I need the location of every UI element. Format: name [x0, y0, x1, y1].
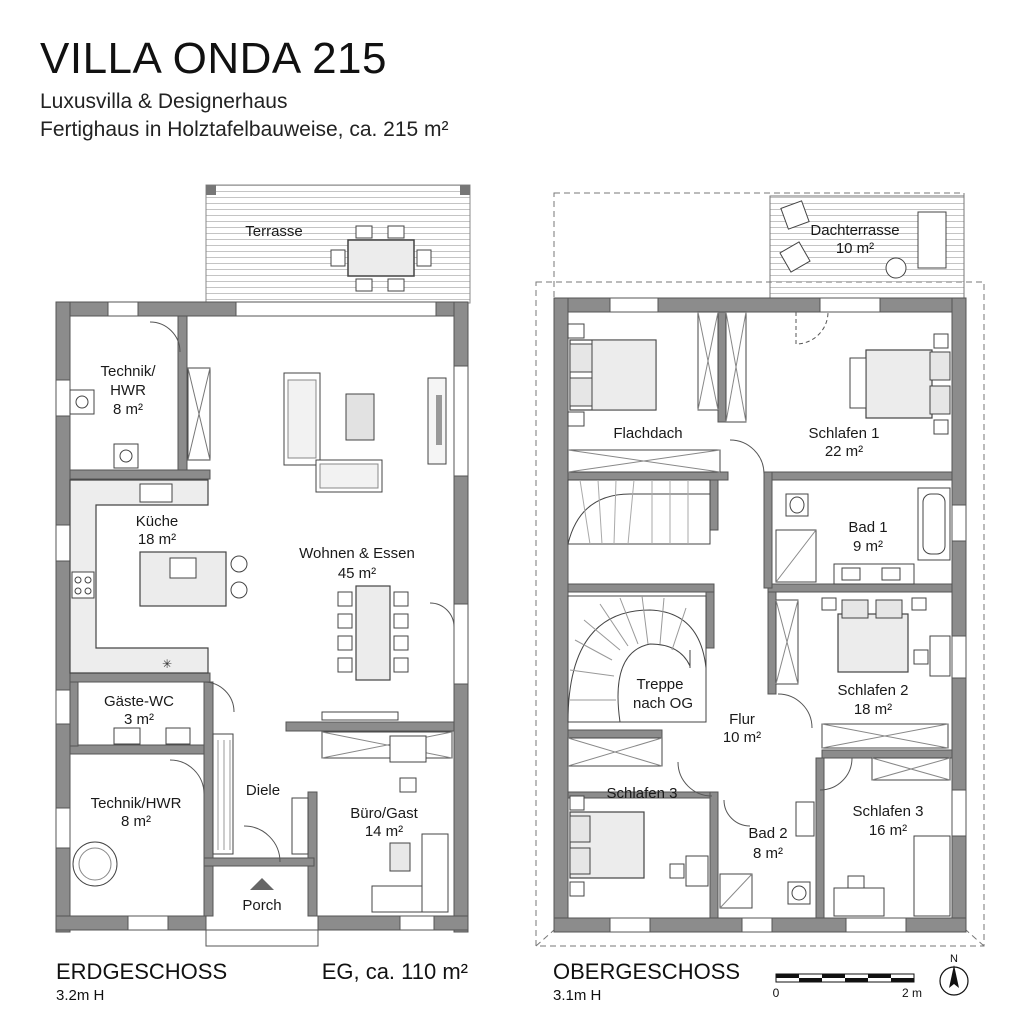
label-bad1-area: 9 m² — [853, 538, 883, 555]
label-technik2-name: Technik/HWR — [91, 795, 182, 812]
scale-end: 2 m — [902, 986, 922, 1000]
label-wohnen-name: Wohnen & Essen — [299, 545, 415, 562]
label-technik2-area: 8 m² — [121, 813, 151, 830]
label-porch: Porch — [242, 897, 281, 914]
label-wohnen-area: 45 m² — [338, 565, 376, 582]
ground-floor-height: 3.2m H — [56, 987, 104, 1004]
roof-terrace — [769, 195, 965, 299]
upper-floor-plan: Dachterrasse 10 m² Flachdach Schlafen 1 … — [535, 192, 985, 947]
scale-bar: 0 2 m — [773, 973, 922, 1000]
label-diele: Diele — [246, 782, 280, 799]
label-gaestewc-name: Gäste-WC — [104, 693, 174, 710]
upper-floor-height: 3.1m H — [553, 987, 601, 1004]
label-dachterrasse-area: 10 m² — [836, 240, 874, 257]
terrace — [205, 184, 471, 304]
guest-wc — [113, 681, 235, 745]
label-technik1-name2: HWR — [110, 382, 146, 399]
label-bad2-area: 8 m² — [753, 845, 783, 862]
label-treppe-2: nach OG — [633, 695, 693, 712]
terrace-dining-table — [330, 225, 432, 292]
label-technik1-name: Technik/ — [100, 363, 156, 380]
label-terrasse: Terrasse — [245, 223, 303, 240]
plan-description: Fertighaus in Holztafelbauweise, ca. 215… — [40, 118, 449, 141]
label-technik1-area: 8 m² — [113, 401, 143, 418]
bedroom-schlafen-2 — [775, 597, 951, 749]
label-schlafen1-area: 22 m² — [825, 443, 863, 460]
plan-title: VILLA ONDA 215 — [40, 34, 387, 83]
bedroom-flachdach — [567, 311, 765, 475]
technik-hwr-room-top — [69, 321, 211, 469]
bedroom-schlafen-1 — [795, 311, 951, 435]
bedroom-schlafen-3-left — [567, 737, 713, 897]
upper-floor-windows — [609, 297, 967, 933]
upper-floor-labels: Dachterrasse 10 m² Flachdach Schlafen 1 … — [607, 222, 924, 862]
north-label: N — [950, 953, 958, 965]
bedroom-schlafen-3-right — [819, 757, 951, 917]
office-guest-room — [321, 711, 453, 913]
label-flur-name: Flur — [729, 711, 755, 728]
living-dining-furniture — [283, 372, 455, 681]
technik-hwr-room-bottom — [72, 841, 118, 887]
label-kueche-area: 18 m² — [138, 531, 176, 548]
label-schlafen3-right-area: 16 m² — [869, 822, 907, 839]
ground-floor-labels: Terrasse Technik/ HWR 8 m² Küche 18 m² W… — [91, 223, 419, 914]
north-arrow-icon: N — [939, 953, 969, 996]
label-schlafen2-name: Schlafen 2 — [838, 682, 909, 699]
ground-floor-windows — [55, 301, 469, 947]
upper-floor-name: OBERGESCHOSS — [553, 959, 740, 984]
label-schlafen3-right-name: Schlafen 3 — [853, 803, 924, 820]
label-schlafen3-left-name: Schlafen 3 — [607, 785, 678, 802]
label-gaestewc-area: 3 m² — [124, 711, 154, 728]
staircase-spiral — [567, 595, 707, 723]
label-buero-name: Büro/Gast — [350, 805, 418, 822]
scale-start: 0 — [773, 986, 780, 1000]
bathroom-bad-1 — [775, 487, 951, 585]
label-dachterrasse-name: Dachterrasse — [810, 222, 899, 239]
ground-floor-name: ERDGESCHOSS — [56, 959, 227, 984]
footer: ERDGESCHOSS 3.2m H EG, ca. 110 m² OBERGE… — [56, 953, 969, 1004]
staircase-upper — [567, 479, 711, 545]
kitchen: ✳ — [69, 479, 248, 674]
label-treppe-1: Treppe — [637, 676, 684, 693]
ground-floor-plan: ✳ — [55, 184, 471, 947]
label-bad1-name: Bad 1 — [848, 519, 887, 536]
label-buero-area: 14 m² — [365, 823, 403, 840]
label-schlafen2-area: 18 m² — [854, 701, 892, 718]
label-flachdach: Flachdach — [613, 425, 682, 442]
label-bad2-name: Bad 2 — [748, 825, 787, 842]
label-schlafen1-name: Schlafen 1 — [809, 425, 880, 442]
svg-text:✳: ✳ — [162, 657, 172, 671]
ground-floor-area: EG, ca. 110 m² — [322, 959, 468, 984]
bathroom-bad-2 — [719, 799, 815, 909]
label-flur-area: 10 m² — [723, 729, 761, 746]
label-kueche-name: Küche — [136, 513, 179, 530]
porch — [250, 878, 274, 890]
plan-subtitle: Luxusvilla & Designerhaus — [40, 90, 288, 113]
hallway-diele — [169, 733, 309, 863]
